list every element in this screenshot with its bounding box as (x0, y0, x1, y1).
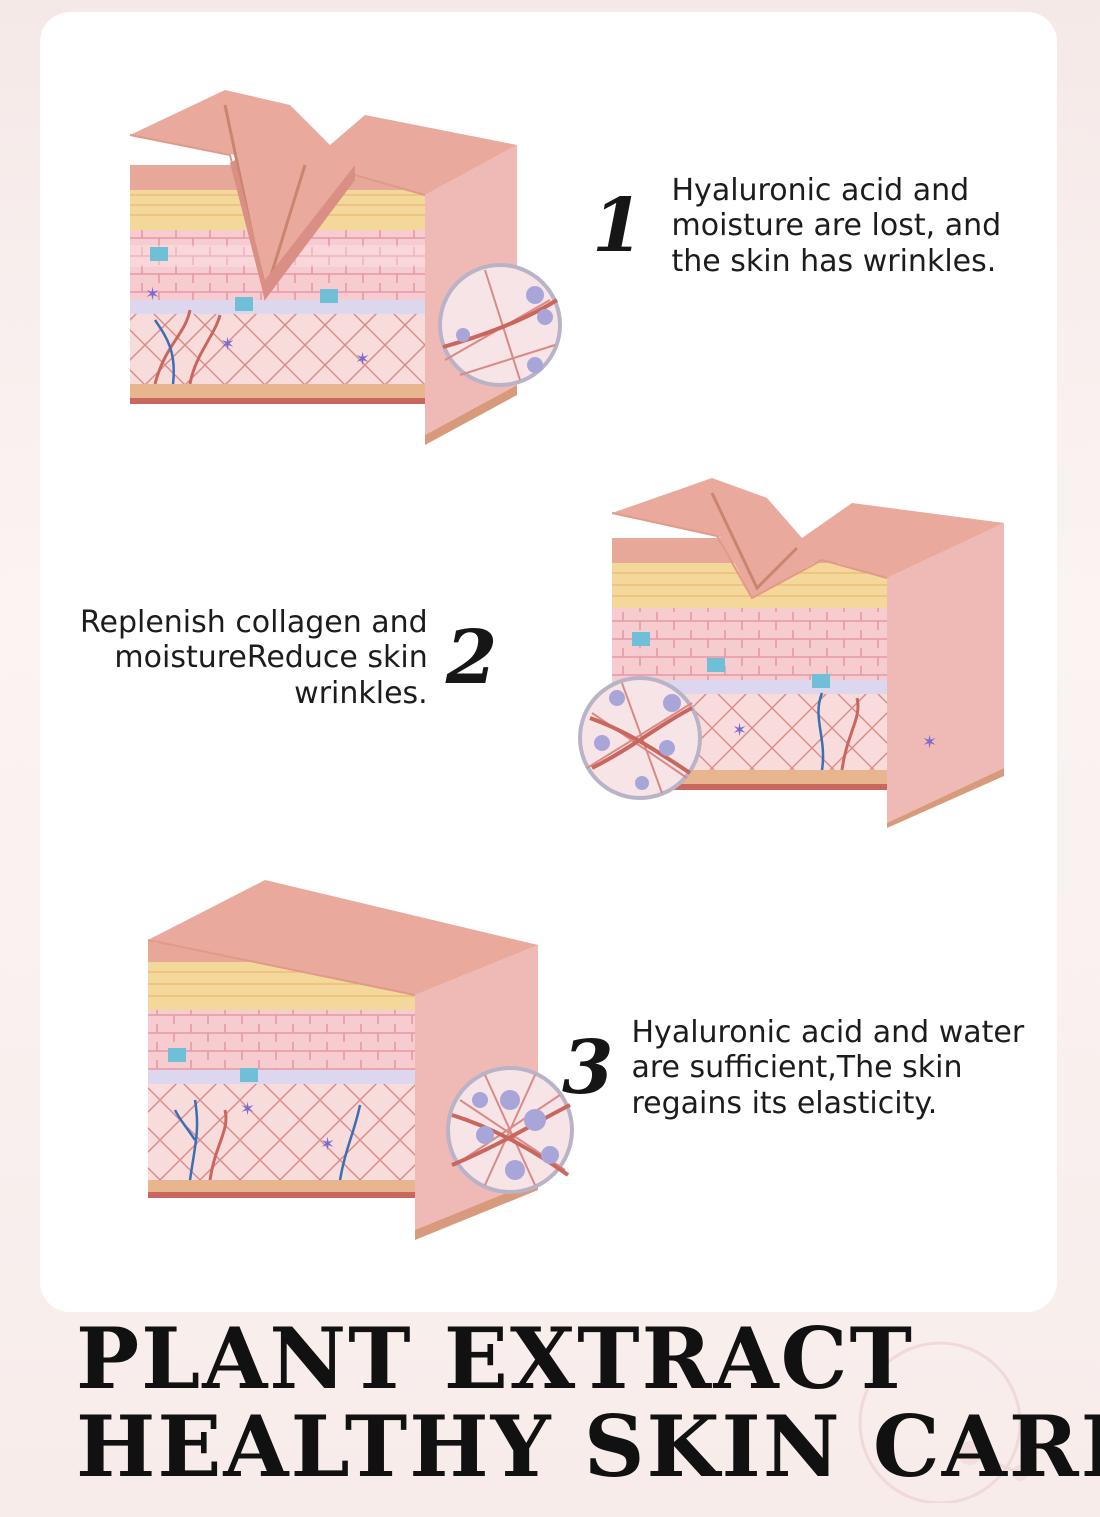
step-2: Replenish collagen and moistureReduce sk… (80, 605, 497, 711)
svg-text:✶: ✶ (922, 732, 937, 753)
svg-text:✶: ✶ (240, 1099, 255, 1120)
step-description: Replenish collagen and moistureReduce sk… (80, 605, 428, 711)
svg-text:✶: ✶ (355, 349, 370, 370)
headline: PLANT EXTRACT HEALTHY SKIN CARE (76, 1309, 1100, 1497)
step-1: 1 Hyaluronic acid and moisture are lost,… (592, 173, 1001, 279)
skin-cross-section-icon: ✶ ✶ (578, 478, 1004, 828)
skin-cross-section-icon: ✶ ✶ ✶ (129, 90, 562, 445)
step-3: 3 Hyaluronic acid and water are sufficie… (562, 1015, 1024, 1121)
skin-block-smooth: ✶ ✶ (140, 880, 590, 1250)
skin-block-medium-wrinkle: ✶ ✶ (572, 468, 1012, 828)
magnifier-circle-icon (446, 1066, 574, 1194)
step-number: 1 (592, 183, 644, 270)
magnifier-circle-icon (578, 676, 702, 800)
magnifier-circle-icon (438, 263, 562, 387)
step-number: 3 (562, 1025, 614, 1112)
skin-block-deep-wrinkle: ✶ ✶ ✶ (125, 85, 565, 445)
svg-text:✶: ✶ (220, 334, 235, 355)
svg-text:✶: ✶ (145, 284, 160, 305)
svg-text:✶: ✶ (732, 720, 747, 741)
headline-line-2: HEALTHY SKIN CARE (76, 1397, 1100, 1497)
step-description: Hyaluronic acid and water are sufficient… (631, 1015, 1025, 1121)
molecule-decoration-icon (830, 1303, 1090, 1507)
step-number: 2 (445, 615, 498, 702)
step-description: Hyaluronic acid and moisture are lost, a… (671, 173, 1002, 279)
skin-cross-section-icon: ✶ ✶ (147, 880, 574, 1240)
headline-line-1: PLANT EXTRACT (76, 1309, 914, 1408)
svg-text:✶: ✶ (320, 1134, 335, 1155)
